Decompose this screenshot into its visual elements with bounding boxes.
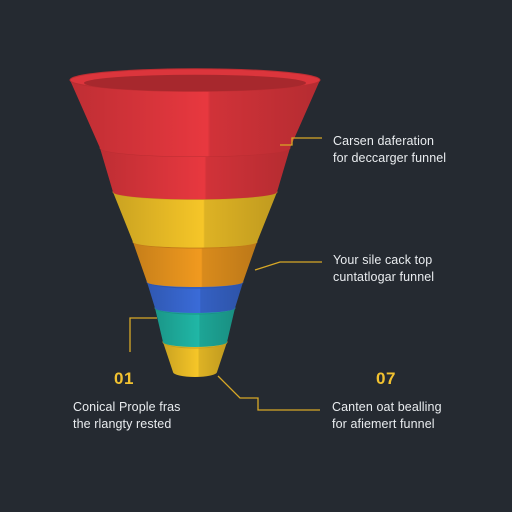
annotation-bottom-left-line2: the rlangty rested — [73, 417, 172, 431]
connector-bottom — [217, 375, 320, 411]
annotation-bottom-right-line1: Canten oat bealling — [332, 400, 442, 414]
annotation-bottom-left-line1: Conical Prople fras — [73, 400, 181, 414]
annotation-top-right-line2: for deccarger funnel — [333, 151, 447, 165]
funnel-layer-red-top — [69, 68, 321, 157]
annotation-top-right-line1: Carsen daferation — [333, 134, 435, 148]
connector-top-right — [280, 137, 322, 146]
connector-middle-right — [254, 261, 322, 271]
connector-left — [129, 317, 157, 352]
annotation-middle-right-line2: cuntatlogar funnel — [333, 270, 435, 284]
annotation-bottom-right: Canten oat bealling for afiemert funnel — [332, 399, 442, 433]
step-number-left: 01 — [114, 369, 134, 388]
step-number-right: 07 — [376, 369, 396, 388]
annotation-bottom-right-line2: for afiemert funnel — [332, 417, 435, 431]
annotation-middle-right: Your sile cack top cuntatlogar funnel — [333, 252, 434, 286]
annotation-top-right: Carsen daferation for deccarger funnel — [333, 133, 446, 167]
annotation-bottom-left: Conical Prople fras the rlangty rested — [73, 399, 181, 433]
annotation-middle-right-line1: Your sile cack top — [333, 253, 433, 267]
